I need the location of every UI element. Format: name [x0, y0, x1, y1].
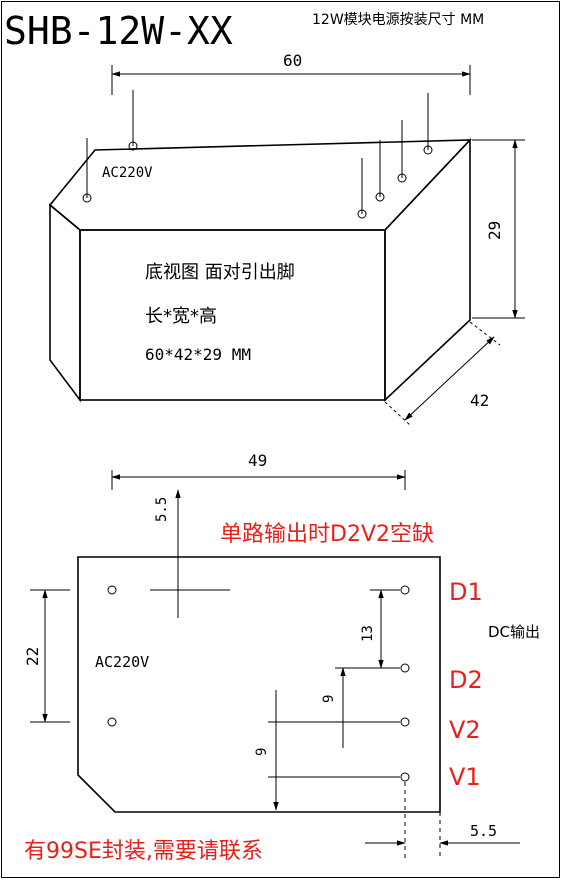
module-top-face [48, 139, 472, 231]
size-label: 长*宽*高 [145, 306, 217, 327]
dim-ac-spacing: 22 [23, 589, 70, 723]
pin-v1-label: V1 [449, 763, 481, 791]
dim-width-label: 42 [470, 391, 489, 410]
module-right-face [384, 137, 471, 402]
pin-v2-label: V2 [449, 716, 481, 744]
size-value: 60*42*29 MM [145, 345, 251, 364]
dim-d1-d2-label: 13 [360, 625, 376, 642]
footprint-outline [77, 556, 441, 813]
dim-offset-top: 5.5 [154, 489, 181, 618]
pin-d1 [400, 585, 410, 595]
pin-d2 [400, 663, 410, 673]
dim-span-label: 49 [248, 451, 267, 470]
dim-length-label: 60 [283, 51, 302, 70]
dim-d2-v2-label: 9 [321, 695, 337, 703]
pin-d1-label: D1 [449, 578, 483, 606]
pin-v1 [400, 772, 410, 782]
top-input-label: AC220V [102, 165, 153, 181]
dim-ac-spacing-label: 22 [23, 647, 42, 666]
top-pins [82, 90, 433, 219]
subtitle: 12W模块电源按装尺寸 MM [312, 12, 484, 28]
dim-offset-right: 5.5 [365, 782, 520, 860]
model-title: SHB-12W-XX [4, 9, 233, 53]
pin-d2-label: D2 [449, 666, 483, 694]
module-left-face [49, 203, 81, 403]
dim-v2-v1-label: 9 [254, 748, 270, 756]
pin-v2 [400, 717, 410, 727]
bottom-input-label: AC220V [95, 653, 149, 671]
dim-d2-v2: 9 [321, 667, 346, 748]
dim-v2-v1: 9 [254, 690, 279, 811]
package-note: 有99SE封装,需要请联系 [24, 839, 263, 864]
dim-length: 60 [111, 51, 471, 95]
dim-offset-top-label: 5.5 [154, 497, 170, 522]
dim-width: 42 [384, 321, 501, 426]
dim-d1-d2: 13 [360, 589, 384, 669]
dim-height-label: 29 [485, 221, 504, 240]
single-output-note: 单路输出时D2V2空缺 [220, 522, 434, 547]
dim-height: 29 [472, 139, 525, 319]
module-3d-view: AC220V 底视图 面对引出脚 长*宽*高 60*42*29 MM [48, 90, 472, 403]
ac-pin-1 [107, 585, 117, 595]
module-front-face [79, 229, 386, 401]
face-note: 底视图 面对引出脚 [145, 262, 295, 283]
dim-offset-right-label: 5.5 [470, 822, 497, 840]
ac-pin-2 [107, 717, 117, 727]
dim-span: 49 [111, 451, 406, 490]
dc-output-label: DC输出 [488, 623, 540, 641]
